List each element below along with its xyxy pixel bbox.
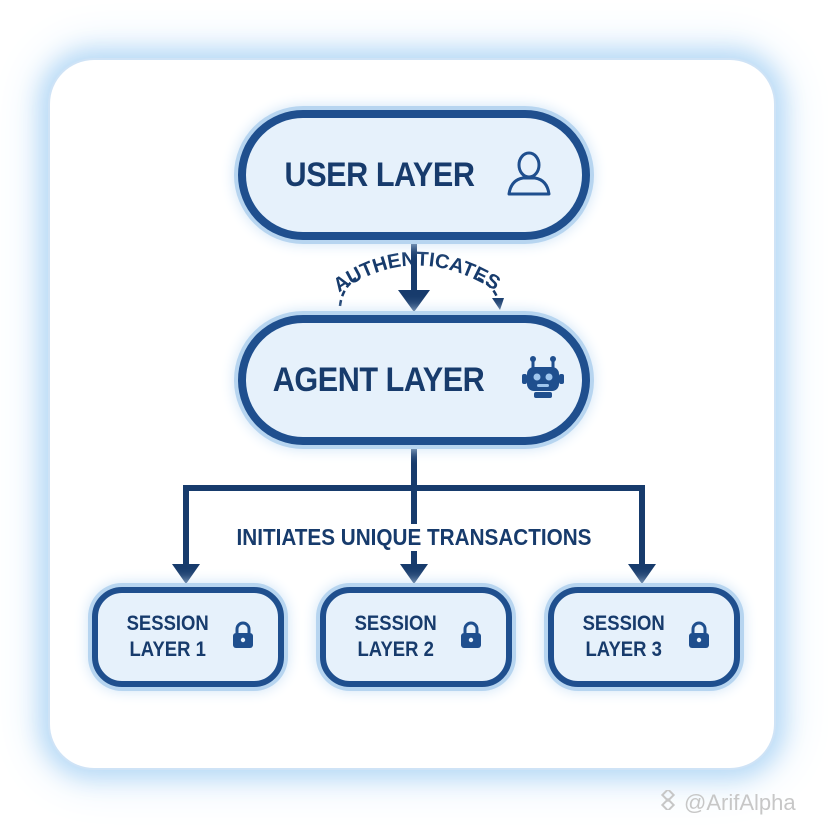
agent-layer-label: AGENT LAYER [273, 360, 485, 399]
session-layer-3-line2: LAYER 3 [585, 638, 663, 661]
lock-icon [231, 621, 255, 654]
session-layer-2-label: SESSION LAYER 2 [355, 611, 437, 663]
lock-icon [459, 621, 483, 654]
robot-icon [519, 354, 567, 407]
session-arrowheads [172, 564, 656, 584]
user-icon [504, 148, 554, 203]
authenticates-arc-right [477, 276, 500, 301]
session-layer-1-line1: SESSION [126, 612, 210, 635]
session-layer-1-label: SESSION LAYER 1 [127, 611, 209, 663]
watermark: @ArifAlpha [658, 787, 796, 816]
session-layer-2-box[interactable]: SESSION LAYER 2 [320, 587, 512, 687]
session-layer-3-line1: SESSION [582, 612, 666, 635]
agent-layer-box[interactable]: AGENT LAYER [238, 315, 590, 445]
user-layer-label: USER LAYER [285, 155, 475, 194]
watermark-logo-icon [658, 787, 678, 816]
session-layer-3-box[interactable]: SESSION LAYER 3 [548, 587, 740, 687]
authenticates-arc-head [492, 298, 504, 310]
watermark-text: @ArifAlpha [684, 790, 796, 815]
initiates-transactions-label: INITIATES UNIQUE TRANSACTIONS [212, 524, 616, 551]
session-layer-3-label: SESSION LAYER 3 [583, 611, 665, 663]
lock-icon [687, 621, 711, 654]
authenticates-arc-left [338, 276, 357, 307]
session-layer-1-line2: LAYER 1 [129, 638, 207, 661]
session-layer-2-line2: LAYER 2 [357, 638, 435, 661]
authenticates-arrow [398, 240, 430, 312]
user-layer-box[interactable]: USER LAYER [238, 110, 590, 240]
session-layer-2-line1: SESSION [354, 612, 438, 635]
session-layer-1-box[interactable]: SESSION LAYER 1 [92, 587, 284, 687]
